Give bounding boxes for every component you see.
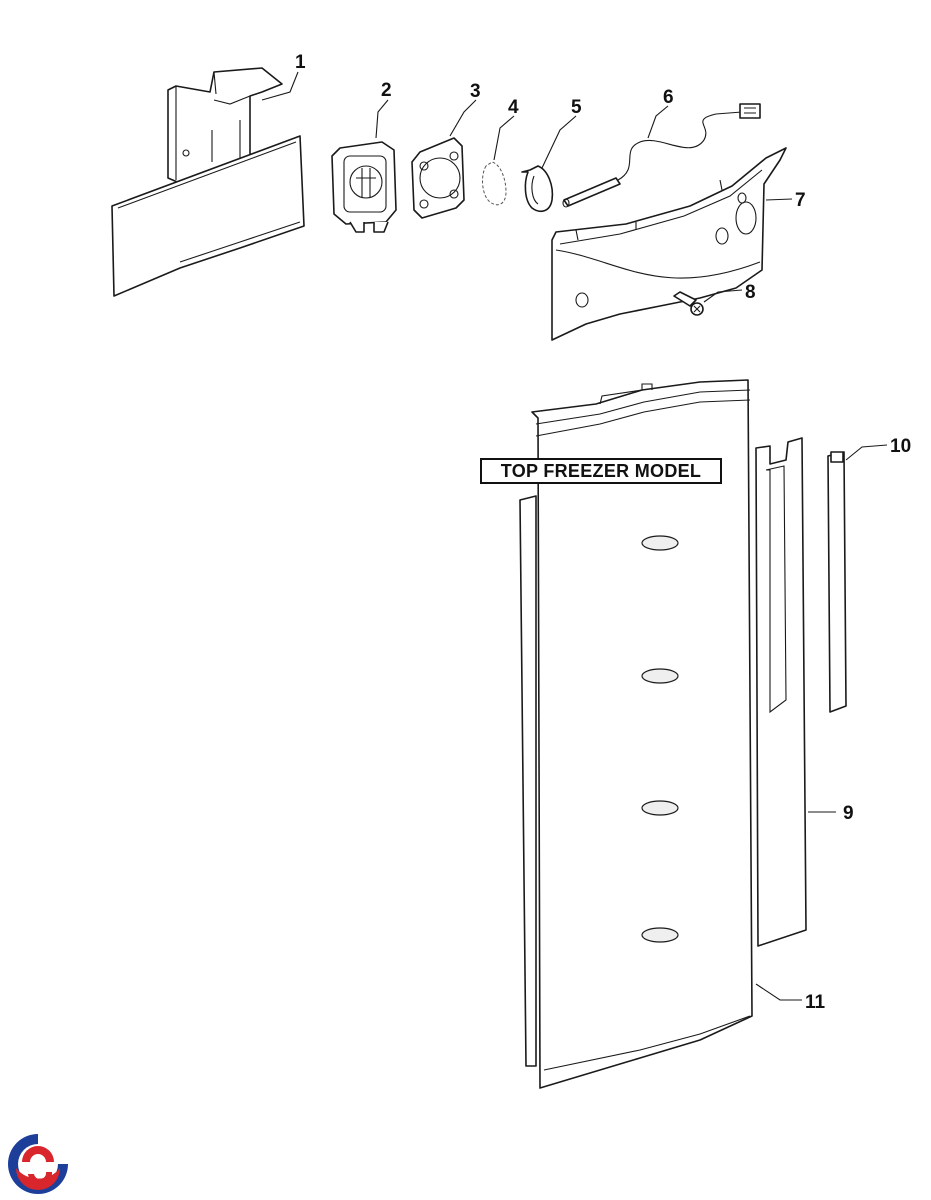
callout-1: 1 xyxy=(295,52,306,73)
part-2-damper-assembly xyxy=(331,141,397,233)
callout-3: 3 xyxy=(470,81,481,102)
model-label: TOP FREEZER MODEL xyxy=(480,458,722,484)
callout-11: 11 xyxy=(805,992,826,1013)
part-11-liner-panel xyxy=(519,379,753,1089)
callout-7: 7 xyxy=(795,190,806,211)
part-3-gasket xyxy=(411,137,465,219)
part-10-strip xyxy=(827,451,847,713)
callout-4: 4 xyxy=(508,97,519,118)
part-6-sensor xyxy=(562,103,761,208)
part-5-damper-ring xyxy=(521,165,554,213)
callout-6: 6 xyxy=(663,87,674,108)
callout-10: 10 xyxy=(890,436,911,457)
callout-9: 9 xyxy=(843,803,854,824)
part-7-control-housing xyxy=(551,147,787,341)
part-1-diffuser-housing xyxy=(111,67,305,297)
callout-8: 8 xyxy=(745,282,756,303)
part-9-duct-panel xyxy=(755,437,807,947)
callout-leaders xyxy=(261,71,888,1001)
callout-numbers: 1 2 3 4 5 6 7 8 9 10 11 xyxy=(295,52,911,1013)
brand-logo xyxy=(8,1134,68,1194)
part-4-seal xyxy=(482,161,507,206)
callout-5: 5 xyxy=(571,97,582,118)
callout-2: 2 xyxy=(381,80,392,101)
part-8-screw xyxy=(673,291,704,316)
